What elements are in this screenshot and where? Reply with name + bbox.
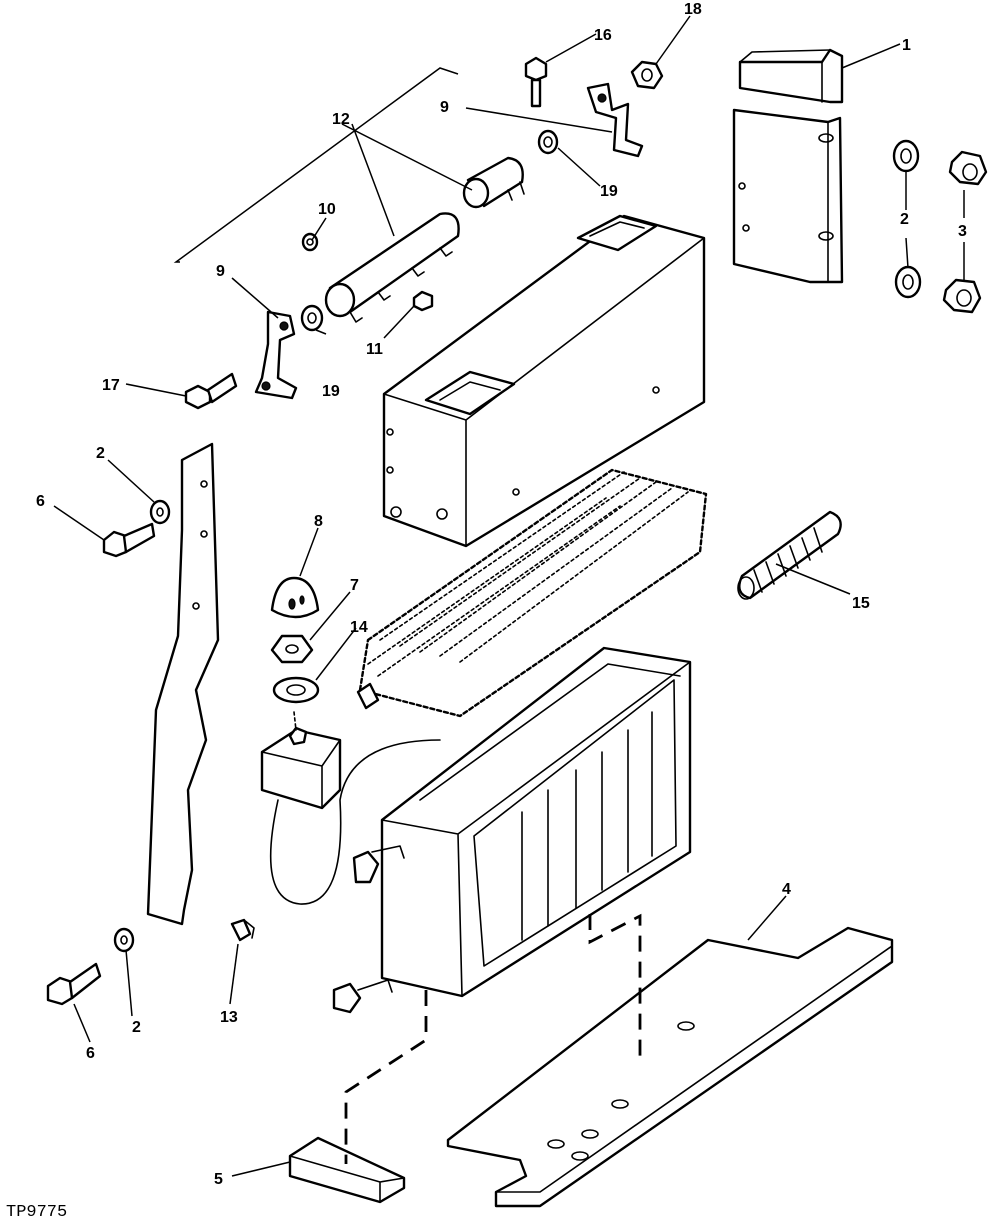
callout-9-lower: 9 bbox=[216, 263, 225, 280]
callout-5: 5 bbox=[214, 1171, 223, 1188]
callout-3: 3 bbox=[958, 223, 967, 240]
callout-4: 4 bbox=[782, 881, 791, 898]
assembly-dash-line-2 bbox=[588, 913, 642, 1064]
callout-8: 8 bbox=[314, 513, 323, 530]
callout-18: 18 bbox=[684, 1, 702, 18]
bracket-9-upper bbox=[586, 82, 644, 158]
washer-14-part bbox=[272, 676, 320, 704]
callout-2-upper-left: 2 bbox=[96, 445, 105, 462]
washer-right-bottom bbox=[894, 265, 922, 299]
callout-15: 15 bbox=[852, 595, 870, 612]
callout-11: 11 bbox=[366, 341, 383, 358]
callout-2-lower-left: 2 bbox=[132, 1019, 141, 1036]
callout-16: 16 bbox=[594, 27, 612, 44]
screw-11-part bbox=[412, 290, 434, 312]
callout-19-upper: 19 bbox=[600, 183, 618, 200]
washer-left-lower bbox=[113, 927, 135, 953]
callout-9-upper: 9 bbox=[440, 99, 449, 116]
nut-right-top bbox=[948, 150, 988, 186]
washer-right-top bbox=[892, 139, 920, 173]
bolt-left-lower bbox=[46, 962, 102, 1006]
spring-15-part bbox=[737, 510, 842, 600]
cover-top-part bbox=[738, 48, 844, 104]
heater-core-part bbox=[356, 468, 708, 718]
callout-19-lower: 19 bbox=[322, 383, 340, 400]
figure-id: TP9775 bbox=[6, 1203, 67, 1222]
clip-13-part bbox=[230, 918, 255, 942]
washer-19-upper bbox=[537, 129, 559, 155]
bolt-17-part bbox=[184, 372, 238, 410]
heater-housing-lower bbox=[332, 646, 692, 1014]
nut-right-bottom bbox=[942, 278, 982, 314]
washer-19-lower bbox=[300, 304, 324, 332]
nut-18-part bbox=[630, 60, 664, 90]
callout-6-upper: 6 bbox=[36, 493, 45, 510]
callout-6-lower: 6 bbox=[86, 1045, 95, 1062]
bolt-left-upper bbox=[102, 522, 156, 558]
callout-2-right: 2 bbox=[900, 211, 909, 228]
group-bracket-line bbox=[173, 67, 459, 263]
resistor-tube-long bbox=[324, 212, 460, 323]
base-plate-part bbox=[446, 926, 894, 1208]
assembly-dash-line-1 bbox=[344, 990, 428, 1164]
wedge-block-part bbox=[288, 1136, 406, 1204]
nut-7-part bbox=[270, 634, 314, 664]
switch-part bbox=[260, 711, 441, 905]
side-panel-left bbox=[146, 442, 220, 926]
callout-10: 10 bbox=[318, 201, 336, 218]
callout-17: 17 bbox=[102, 377, 120, 394]
callout-12: 12 bbox=[332, 111, 350, 128]
callout-14: 14 bbox=[350, 619, 368, 636]
side-plate-part bbox=[732, 108, 844, 284]
heater-case-upper bbox=[382, 214, 706, 548]
resistor-tube-short bbox=[462, 156, 525, 209]
callout-1: 1 bbox=[902, 37, 911, 54]
bolt-16-part bbox=[524, 56, 548, 108]
knob-8-part bbox=[270, 576, 320, 619]
callout-7: 7 bbox=[350, 577, 359, 594]
callout-13: 13 bbox=[220, 1009, 238, 1026]
leader-lines bbox=[53, 15, 965, 1177]
bracket-9-lower bbox=[254, 310, 298, 400]
washer-left-upper bbox=[149, 499, 171, 525]
